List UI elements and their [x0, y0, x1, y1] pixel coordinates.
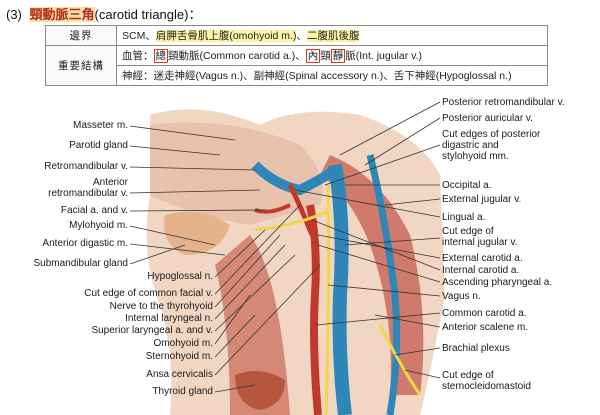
- section-title-en: (carotid triangle)：: [94, 7, 202, 22]
- external-carotid-artery: [287, 183, 315, 236]
- row-content-nerves: 神經：迷走神經(Vagus n.)、副神經(Spinal accessory n…: [116, 65, 548, 86]
- submandibular-gland: [164, 211, 230, 255]
- row-head-boundary: 邊界: [45, 25, 117, 46]
- label-vagus-n: Vagus n.: [442, 291, 481, 302]
- label-posterior-auricular-v: Posterior auricular v.: [442, 113, 533, 124]
- row-content-boundary: SCM、肩胛舌骨肌上腹(omohyoid m.)、二腹肌後腹: [116, 25, 548, 46]
- leader-lines: [129, 101, 441, 393]
- segment-boxed: 靜: [330, 49, 346, 63]
- label-brachial-plexus: Brachial plexus: [442, 343, 510, 354]
- label-anterior-digastric: Anterior digastic m.: [42, 238, 128, 249]
- label-anterior-scalene: Anterior scalene m.: [442, 322, 529, 333]
- label-cut-common-facial-v: Cut edge of common facial v.: [84, 288, 213, 299]
- label-sternohyoid: Sternohyoid m.: [145, 351, 213, 362]
- label-anterior-retromandibular-v: Anterior retromandibular v.: [48, 177, 128, 199]
- strap-muscles: [215, 235, 290, 415]
- label-posterior-retromandibular-v: Posterior retromandibular v.: [442, 97, 565, 108]
- label-masseter: Masseter m.: [72, 120, 128, 131]
- common-carotid-artery: [306, 204, 322, 415]
- jaw-region: [150, 122, 323, 225]
- vagus-nerve: [324, 184, 331, 415]
- internal-jugular-vein: [328, 163, 352, 415]
- table-row-vessels: 重要結構 血管：總頸動脈(Common carotid a.)、內頸靜脈(Int…: [45, 45, 548, 86]
- segment: 頸動脈(Common carotid a.)、: [168, 50, 306, 62]
- row-content-vessels: 血管：總頸動脈(Common carotid a.)、內頸靜脈(Int. jug…: [116, 45, 548, 66]
- label-retromandibular-v: Retromandibular v.: [44, 161, 128, 172]
- label-ansa-cervicalis: Ansa cervicalis: [146, 369, 213, 380]
- label-occipital-a: Occipital a.: [442, 180, 492, 191]
- section-number: (3): [6, 7, 22, 22]
- facial-artery: [254, 203, 291, 214]
- table-row-boundary: 邊界 SCM、肩胛舌骨肌上腹(omohyoid m.)、二腹肌後腹: [45, 25, 548, 46]
- segment: 頸: [320, 50, 331, 62]
- label-internal-carotid-a: Internal carotid a.: [442, 265, 520, 276]
- thyroid-gland: [235, 371, 285, 410]
- retromandibular-vein: [251, 161, 338, 196]
- label-cut-sternocleidomastoid: Cut edge of sternocleidomastoid: [442, 370, 531, 392]
- label-common-carotid-a: Common carotid a.: [442, 308, 527, 319]
- segment: 神經：迷走神經(Vagus n.)、副神經(Spinal accessory n…: [122, 70, 512, 82]
- section-title-cn: 頸動脈三角: [29, 7, 95, 22]
- table-row-nerves: 神經：迷走神經(Vagus n.)、副神經(Spinal accessory n…: [46, 65, 548, 86]
- label-omohyoid: Omohyoid m.: [153, 338, 213, 349]
- row-head-structures: 重要結構: [45, 45, 117, 86]
- segment: 脈(Int. jugular v.): [345, 50, 423, 62]
- label-internal-laryngeal-n: Internal laryngeal n.: [125, 313, 213, 324]
- segment: 血管：: [122, 50, 154, 62]
- label-cut-internal-jugular-v: Cut edge of internal jugular v.: [442, 226, 518, 248]
- segment-highlight: 二腹肌後腹: [306, 30, 360, 42]
- segment-highlight: 肩胛舌骨肌上腹(omohyoid m.): [155, 30, 297, 42]
- label-mylohyoid: Mylohyoid m.: [69, 220, 128, 231]
- label-submandibular-gland: Submandibular gland: [33, 258, 128, 269]
- label-thyroid-gland: Thyroid gland: [152, 386, 213, 397]
- segment: 、: [296, 30, 307, 42]
- external-jugular-vein: [366, 154, 401, 415]
- label-facial-a-v: Facial a. and v.: [60, 205, 128, 216]
- label-lingual-a: Lingual a.: [442, 212, 486, 223]
- label-nerve-thyrohyoid: Nerve to the thyrohyoid: [109, 301, 213, 312]
- segment-boxed: 總: [153, 49, 168, 63]
- segment: SCM、: [122, 30, 156, 42]
- label-parotid-gland: Parotid gland: [69, 140, 128, 151]
- label-external-jugular-v: External jugular v.: [442, 194, 522, 205]
- label-superior-laryngeal: Superior laryngeal a. and v.: [91, 325, 213, 336]
- brachial-plexus: [378, 324, 422, 396]
- label-external-carotid-a: External carotid a.: [442, 253, 523, 264]
- label-hypoglossal-n: Hypoglossal n.: [147, 271, 213, 282]
- segment-boxed: 內: [305, 49, 321, 63]
- anatomy-figure: Masseter m. Parotid gland Retromandibula…: [0, 95, 600, 415]
- carotid-triangle-table: 邊界 SCM、肩胛舌骨肌上腹(omohyoid m.)、二腹肌後腹 重要結構 血…: [45, 25, 548, 86]
- label-ascending-pharyngeal-a: Ascending pharyngeal a.: [442, 277, 553, 288]
- hypoglossal-nerve: [254, 208, 331, 232]
- anatomy-illustration: [129, 101, 445, 415]
- label-cut-posterior-digastric: Cut edges of posterior digastric and sty…: [442, 129, 541, 162]
- section-heading: (3) 頸動脈三角(carotid triangle)：: [6, 4, 201, 23]
